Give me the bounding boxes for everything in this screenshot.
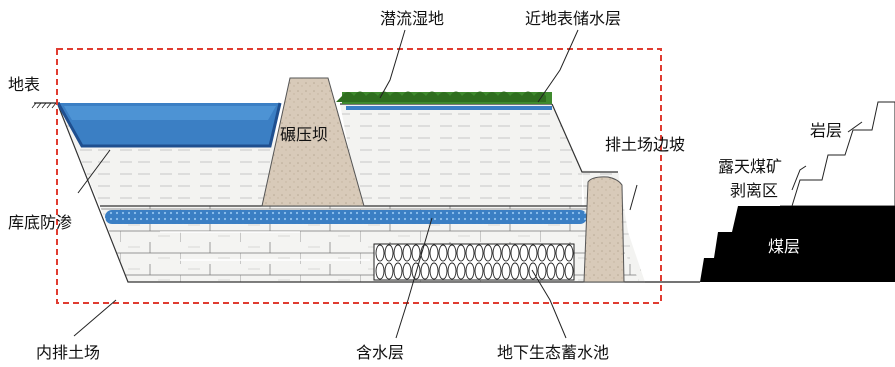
reservoir-cell bbox=[393, 262, 403, 280]
upper-right-strata bbox=[340, 104, 582, 206]
reservoir-cell bbox=[438, 262, 448, 280]
reservoir-cell bbox=[438, 244, 448, 262]
reservoir-cell bbox=[519, 262, 529, 280]
reservoir-cell bbox=[483, 262, 493, 280]
reservoir-cell bbox=[492, 262, 502, 280]
reservoir-cell bbox=[375, 262, 385, 280]
label-strip-zone-line1: 露天煤矿 bbox=[718, 157, 782, 176]
reservoir-cell bbox=[465, 262, 475, 280]
reservoir-cell bbox=[492, 244, 502, 262]
reservoir-cell bbox=[546, 262, 556, 280]
reservoir-cell bbox=[501, 262, 511, 280]
underground-reservoir bbox=[373, 243, 575, 281]
label-strip-zone-line2: 剥离区 bbox=[730, 181, 778, 200]
reservoir-cell bbox=[375, 244, 385, 262]
surface-reservoir bbox=[56, 102, 282, 148]
reservoir-cell bbox=[456, 244, 466, 262]
reservoir-cell bbox=[402, 244, 412, 262]
wetland-vegetation bbox=[336, 91, 552, 110]
reservoir-cell bbox=[384, 262, 394, 280]
label-dump-slope: 排土场边坡 bbox=[605, 135, 685, 154]
reservoir-cell bbox=[537, 262, 547, 280]
ground-surface-marker bbox=[31, 102, 60, 109]
reservoir-cell bbox=[555, 262, 565, 280]
reservoir-cell bbox=[564, 244, 574, 262]
reservoir-cell bbox=[429, 262, 439, 280]
reservoir-cell bbox=[447, 244, 457, 262]
label-rolled-dam: 碾压坝 bbox=[280, 125, 328, 144]
inner-dump-boundary bbox=[56, 48, 662, 304]
reservoir-cell bbox=[555, 244, 565, 262]
reservoir-cell bbox=[546, 244, 556, 262]
reservoir-cell bbox=[519, 244, 529, 262]
reservoir-cell bbox=[456, 262, 466, 280]
label-bottom-seepage: 库底防渗 bbox=[8, 213, 72, 232]
reservoir-cell bbox=[564, 262, 574, 280]
reservoir-cell bbox=[510, 244, 520, 262]
reservoir-cell bbox=[501, 244, 511, 262]
rolled-dam bbox=[261, 77, 365, 207]
reservoir-cell bbox=[474, 244, 484, 262]
reservoir-cell bbox=[537, 244, 547, 262]
label-near-surface-storage: 近地表储水层 bbox=[525, 9, 621, 28]
label-coal-seam: 煤层 bbox=[768, 237, 800, 256]
label-aquifer: 含水层 bbox=[356, 343, 404, 362]
reservoir-cell bbox=[483, 244, 493, 262]
label-underground-reservoir: 地下生态蓄水池 bbox=[497, 343, 609, 362]
label-rock-layer: 岩层 bbox=[810, 121, 842, 140]
reservoir-cell bbox=[465, 244, 475, 262]
label-inner-dump: 内排土场 bbox=[36, 343, 100, 362]
reservoir-cell bbox=[447, 262, 457, 280]
reservoir-cell bbox=[393, 244, 403, 262]
strip-mining-benches bbox=[700, 101, 895, 282]
strata-cuts bbox=[160, 231, 370, 261]
label-latent-wetland: 潜流湿地 bbox=[380, 9, 444, 28]
aquifer-band bbox=[105, 210, 587, 224]
reservoir-cell bbox=[384, 244, 394, 262]
reservoir-cell bbox=[510, 262, 520, 280]
reservoir-cell bbox=[420, 262, 430, 280]
coal-seam bbox=[700, 206, 895, 282]
reservoir-cell bbox=[411, 244, 421, 262]
label-ground-surface: 地表 bbox=[8, 75, 40, 94]
leader-lines bbox=[73, 29, 863, 339]
reservoir-cell bbox=[402, 262, 412, 280]
slope-retaining-block bbox=[583, 176, 625, 283]
reservoir-cell bbox=[429, 244, 439, 262]
reservoir-cell bbox=[474, 262, 484, 280]
reservoir-cell bbox=[528, 244, 538, 262]
